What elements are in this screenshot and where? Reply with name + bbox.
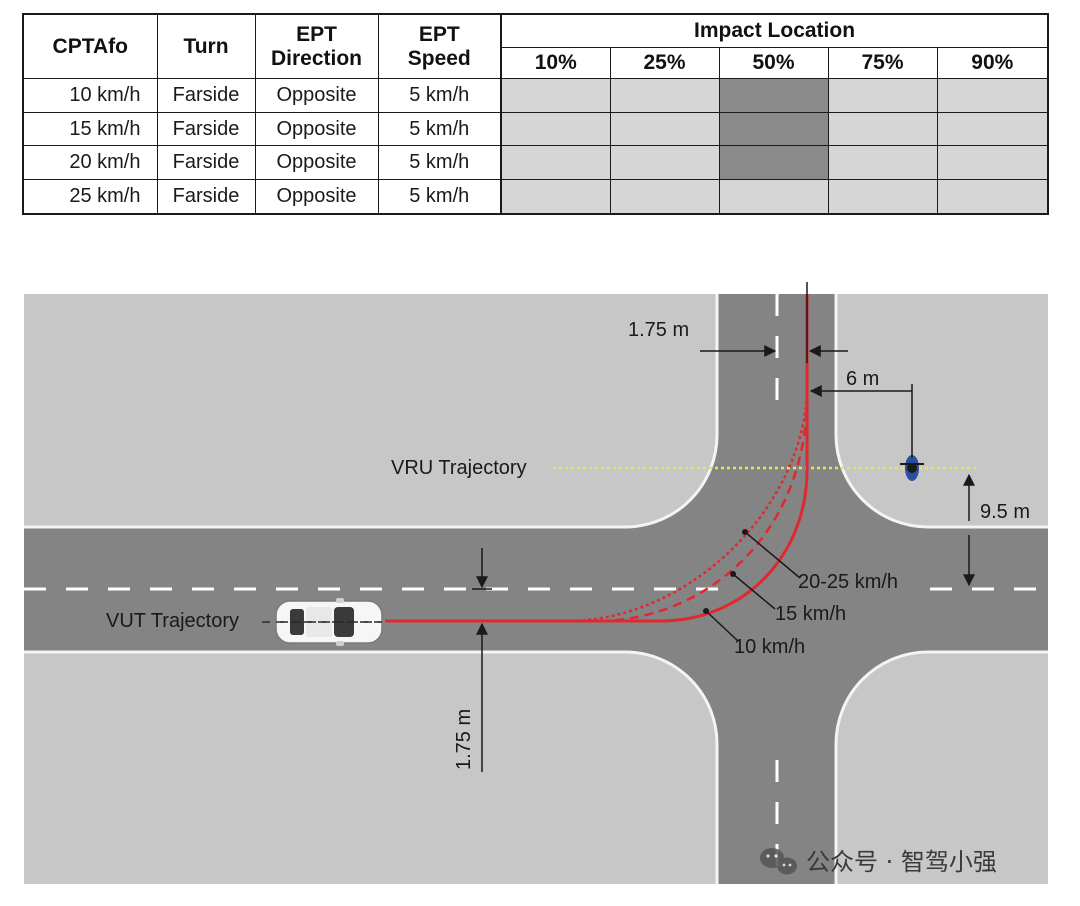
impact-cell [609,179,720,215]
impact-cell [718,179,829,215]
impact-cell [500,78,611,113]
header-ept-direction-line1: EPT [296,22,337,46]
impact-cell [718,111,829,147]
label-vut-trajectory: VUT Trajectory [106,610,239,632]
impact-cell [936,179,1049,215]
vut-paths [385,294,809,623]
intersection-scene [24,294,1048,884]
row-ept-speed: 5 km/h [377,111,502,147]
header-impact-25: 25% [609,47,720,79]
dimension-6m [809,384,913,458]
impact-cell [609,78,720,113]
row-speed: 10 km/h [22,78,158,113]
wechat-icon [760,848,797,875]
label-lateral-offset-top: 1.75 m [628,319,689,341]
impact-cell [609,111,720,147]
label-lateral-offset-left: 1.75 m [453,709,475,770]
impact-cell [827,78,938,113]
impact-cell [936,111,1049,147]
label-vru-offset: 6 m [846,368,879,390]
header-ept-speed-line1: EPT [418,22,460,46]
header-impact-50: 50% [718,47,829,79]
header-ept-speed-line2: Speed [407,46,471,70]
row-direction: Opposite [254,78,379,113]
impact-cell [718,78,829,113]
impact-cell [827,111,938,147]
label-speed-20-25: 20-25 km/h [798,571,898,593]
dimension-left-1-75m [472,548,492,772]
header-ept-speed: EPT Speed [377,13,502,79]
row-speed: 25 km/h [22,179,158,215]
vut-path-15kmh [599,394,809,623]
row-speed: 20 km/h [22,145,158,181]
wechat-watermark: 公众号 · 智驾小强 [760,848,997,876]
row-direction: Opposite [254,179,379,215]
impact-cell [500,111,611,147]
impact-cell [609,145,720,181]
label-speed-10: 10 km/h [734,636,805,658]
row-speed: 15 km/h [22,111,158,147]
header-ept-direction-line2: Direction [270,46,362,70]
label-vru-trajectory: VRU Trajectory [391,457,527,479]
row-ept-speed: 5 km/h [377,179,502,215]
header-impact-10: 10% [500,47,611,79]
table-row: 25 km/h Farside Opposite 5 km/h [22,179,1049,215]
label-vru-distance: 9.5 m [980,501,1030,523]
impact-cell [500,179,611,215]
header-impact-75: 75% [827,47,938,79]
vut-path-10kmh [385,294,809,623]
row-turn: Farside [156,145,256,181]
row-turn: Farside [156,78,256,113]
curb-lines [24,294,1048,884]
table-row: 15 km/h Farside Opposite 5 km/h [22,111,1049,147]
header-cptafo: CPTAfo [22,13,158,79]
cyclist-icon [900,455,924,481]
header-impact-90: 90% [936,47,1049,79]
row-turn: Farside [156,111,256,147]
watermark-text: 公众号 · 智驾小强 [806,848,997,876]
label-speed-15: 15 km/h [775,603,846,625]
test-parameters-table: CPTAfo Turn EPT Direction EPT Speed Impa… [22,13,1050,215]
impact-cell [936,78,1049,113]
table-row: 20 km/h Farside Opposite 5 km/h [22,145,1049,181]
header-turn: Turn [156,13,256,79]
header-impact-location: Impact Location [499,13,1049,48]
impact-cell [827,145,938,181]
speed-leader-lines [705,531,801,642]
impact-cell [936,145,1049,181]
dimension-top-1-75m [700,282,848,363]
